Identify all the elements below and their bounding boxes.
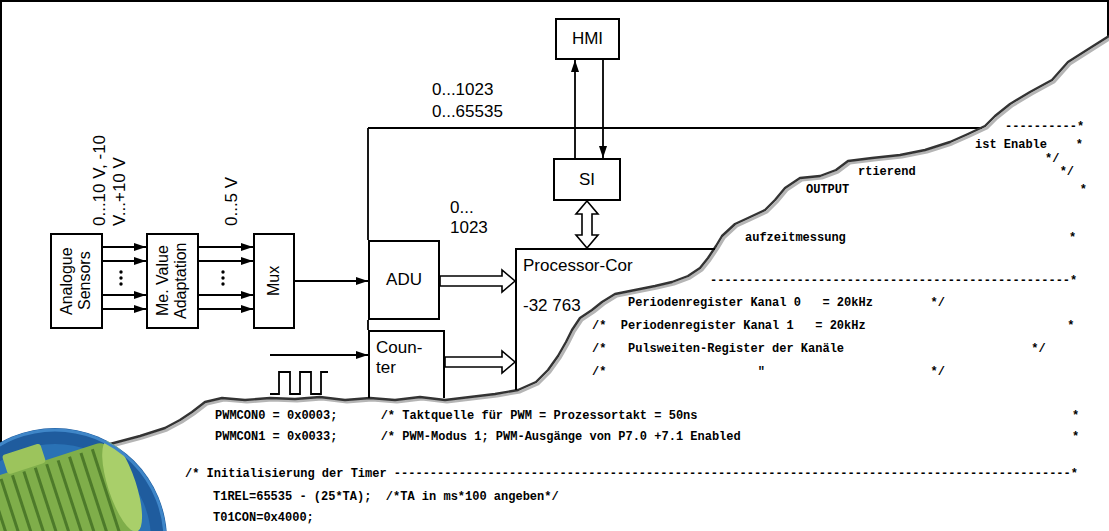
torn-edge [0,36,1109,472]
box-text: ADU [386,270,422,290]
label-slot: ----------* [1005,120,1084,134]
signal-arrow [199,308,253,310]
code-line: */ [1045,152,1059,166]
label-slot: PWMCON0 = 0x0003; /* Taktquelle für PWM … [215,409,1079,423]
label-slot: */ [1045,152,1059,166]
signal-arrow [103,246,146,248]
pulse-signal [270,372,328,394]
sensor-box: Analogue Sensors [50,233,103,329]
code-line: aufzeitmessung * [745,231,1076,245]
signal-arrow [199,260,253,262]
rotated-box-text: Analogue Sensors [58,241,95,321]
bus-arrow [576,201,598,248]
code-line: PWMCON0 = 0x0003; /* Taktquelle für PWM … [215,409,1079,423]
label-slot: Periodenregister Kanal 0 = 20kHz */ [628,296,945,310]
rotated-box-text: Mux [265,241,283,321]
box-text: SI [579,170,595,190]
bus-arrow [445,351,515,373]
label-slot: /* " */ [592,365,945,379]
label-slot: 0...1023 [432,80,493,100]
value-range-label: 0... 1023 [450,198,498,238]
voltage-range-label: 0...10 V, -10 V...+10 V [90,86,129,226]
label-slot: T01CON=0x4000; [213,511,314,525]
code-line: /* " */ [592,365,945,379]
signal-arrow [574,60,576,158]
signal-arrow [103,260,146,262]
bus-arrow [440,270,515,292]
label-slot: rtierend */ [858,165,1074,179]
rotated-box-text: Me. Value Adaptation [154,241,191,321]
adaptation-box: Me. Value Adaptation [146,233,199,329]
code-line: ist Enable * [975,138,1083,152]
label-slot: /* Initialisierung der Timer -----------… [185,467,1078,481]
code-line: Periodenregister Kanal 0 = 20kHz */ [628,296,945,310]
code-line: rtierend */ [858,165,1074,179]
value-range-label: 0...1023 [432,80,493,100]
hmi-box: HMI [555,18,620,60]
label-slot: 0...5 V [222,146,242,226]
code-line: T01CON=0x4000; [213,511,314,525]
label-slot: aufzeitmessung * [745,231,1076,245]
mux-box: Mux [253,233,295,329]
signal-arrow [295,280,368,282]
signal-arrow [103,308,146,310]
box-text: HMI [572,29,603,49]
signal-arrow [103,294,146,296]
code-line: T1REL=65535 - (25*TA); /*TA in ms*100 an… [213,490,559,504]
signal-arrow [199,246,253,248]
box-text: Processor-Cor [523,256,633,276]
label-slot: 0... 1023 [450,198,498,238]
code-line: ----------------------------------------… [710,274,1077,288]
label-slot: /* Periodenregister Kanal 1 = 20kHz * [592,319,1074,333]
code-line: /* Periodenregister Kanal 1 = 20kHz * [592,319,1074,333]
voltage-range-label: 0...5 V [222,146,242,226]
label-slot: ist Enable * [975,138,1083,152]
label-slot: 0...10 V, -10 V...+10 V [90,86,129,226]
signal-arrow [602,60,604,158]
label-slot: PWMCON1 = 0x0033; /* PWM-Modus 1; PWM-Au… [215,430,1079,444]
value-range-label: 0...65535 [432,102,503,122]
interface-box: SI [553,158,621,201]
motor-logo [0,419,167,531]
code-line: OUTPUT * [806,183,1087,197]
label-slot: T1REL=65535 - (25*TA); /*TA in ms*100 an… [213,490,559,504]
box-text: -32 763 [523,296,581,316]
counter-box: Coun- ter [368,330,445,398]
code-line: /* Initialisierung der Timer -----------… [185,467,1078,481]
signal-arrow [199,294,253,296]
input-arrow [270,354,368,356]
label-slot: 0...65535 [432,102,503,122]
frame [1,1,1108,470]
box-text: Coun- ter [376,338,437,378]
label-slot: OUTPUT * [806,183,1087,197]
adc-box: ADU [368,240,440,320]
code-line: ----------* [1005,120,1084,134]
label-slot: ----------------------------------------… [710,274,1077,288]
label-slot: /* Pulsweiten-Register der Kanäle */ [592,342,1046,356]
code-line: /* Pulsweiten-Register der Kanäle */ [592,342,1046,356]
code-line: PWMCON1 = 0x0033; /* PWM-Modus 1; PWM-Au… [215,430,1079,444]
